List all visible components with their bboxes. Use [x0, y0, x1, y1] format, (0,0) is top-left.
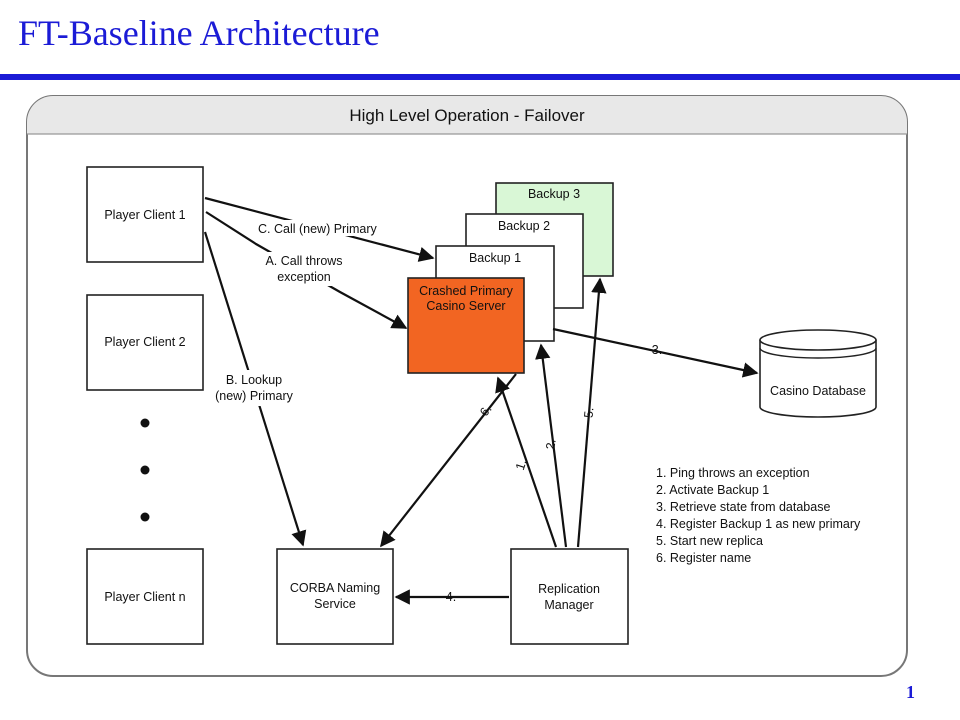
ellipsis-dot: [140, 512, 150, 522]
backup-1-label: Backup 1: [469, 251, 521, 265]
naming-service-label-line1: CORBA Naming: [290, 581, 380, 595]
label-lookup-line2: (new) Primary: [215, 389, 294, 403]
backup-2-label: Backup 2: [498, 219, 550, 233]
player-client-1-node: Player Client 1: [86, 166, 204, 263]
crashed-primary-label-line2: Casino Server: [426, 299, 505, 313]
edge-labels: C. Call (new) Primary A. Call throws exc…: [212, 220, 662, 604]
replication-manager-node: Replication Manager: [510, 548, 629, 645]
ellipsis-dot: [140, 465, 150, 475]
slide-title: FT-Baseline Architecture: [18, 13, 380, 53]
backup-3-label: Backup 3: [528, 187, 580, 201]
edge-step-6-register-name: [380, 373, 517, 548]
legend-item: 4. Register Backup 1 as new primary: [656, 517, 861, 531]
label-step-1: 1.: [513, 458, 530, 472]
legend-item: 5. Start new replica: [656, 534, 763, 548]
legend-item: 6. Register name: [656, 551, 751, 565]
naming-service-label-line2: Service: [314, 597, 356, 611]
legend-item: 3. Retrieve state from database: [656, 500, 830, 514]
ellipsis-dot: [140, 418, 150, 428]
edge-step-3-retrieve-state: [552, 327, 759, 378]
edge-step-2-activate: [535, 343, 568, 548]
casino-database-label: Casino Database: [770, 384, 866, 398]
label-call-throws-line2: exception: [277, 270, 331, 284]
legend-item: 2. Activate Backup 1: [656, 483, 769, 497]
diagram-panel: High Level Operation - Failover: [26, 95, 908, 677]
label-call-new-primary: C. Call (new) Primary: [258, 222, 378, 236]
step-legend: 1. Ping throws an exception 2. Activate …: [656, 466, 861, 565]
crashed-primary-label-line1: Crashed Primary: [419, 284, 514, 298]
casino-database-node: Casino Database: [759, 329, 877, 418]
player-client-n-label: Player Client n: [104, 590, 185, 604]
edge-step-5-start-replica: [576, 277, 607, 548]
page-number: 1: [906, 682, 915, 702]
player-client-2-label: Player Client 2: [104, 335, 185, 349]
label-step-3: 3.: [652, 343, 662, 357]
replication-manager-label-line2: Manager: [544, 598, 593, 612]
player-client-1-label: Player Client 1: [104, 208, 185, 222]
player-client-2-node: Player Client 2: [86, 294, 204, 391]
label-lookup-line1: B. Lookup: [226, 373, 282, 387]
naming-service-node: CORBA Naming Service: [276, 548, 394, 645]
crashed-primary-node: Crashed Primary Casino Server: [407, 277, 525, 374]
label-step-2: 2.: [543, 438, 558, 450]
panel-header: [27, 96, 907, 134]
replication-manager-label-line1: Replication: [538, 582, 600, 596]
label-step-4: 4.: [446, 590, 456, 604]
player-client-n-node: Player Client n: [86, 548, 204, 645]
label-call-throws-line1: A. Call throws: [265, 254, 342, 268]
edge-step-1-ping: [495, 376, 558, 548]
label-step-5: 5.: [582, 407, 597, 419]
legend-item: 1. Ping throws an exception: [656, 466, 810, 480]
title-divider: [0, 74, 960, 80]
panel-title: High Level Operation - Failover: [349, 106, 585, 125]
ellipsis-dots: [140, 418, 150, 522]
